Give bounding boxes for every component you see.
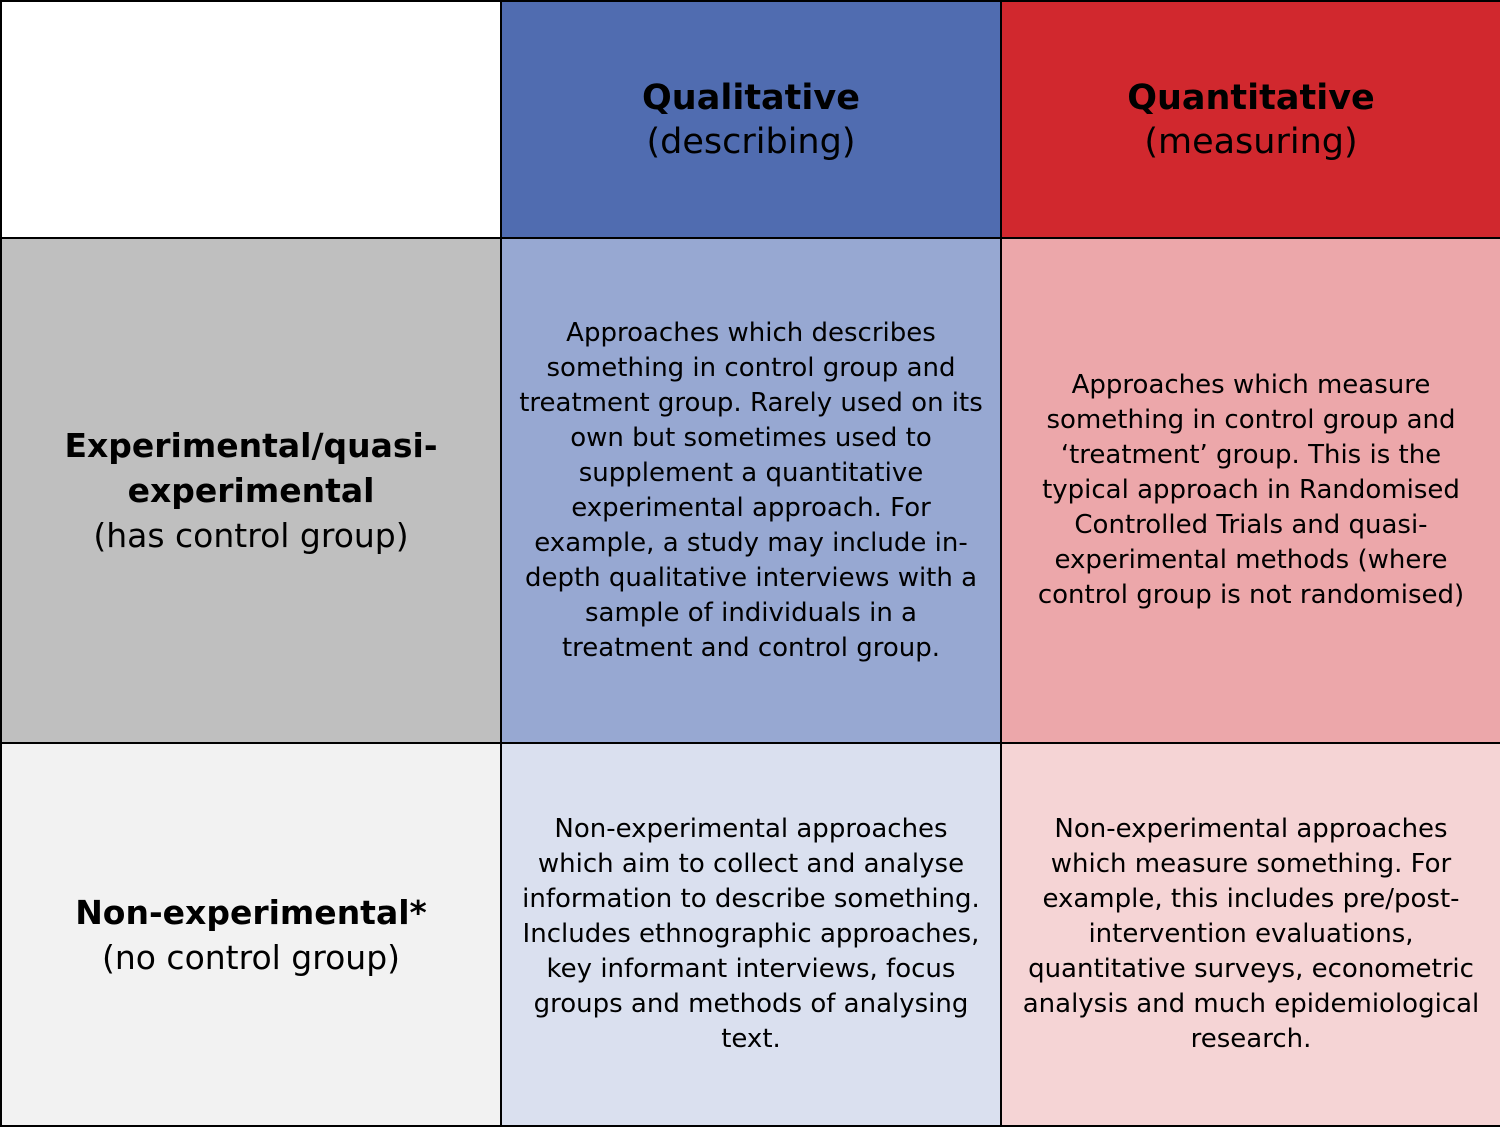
quantitative-subtitle: (measuring) [1144,121,1358,162]
qualitative-subtitle: (describing) [646,121,856,162]
quantitative-header: Quantitative (measuring) [1000,0,1500,239]
qualitative-header: Qualitative (describing) [500,0,1002,239]
qualitative-experimental-cell: Approaches which describes something in … [500,237,1002,744]
quantitative-experimental-cell: Approaches which measure something in co… [1000,237,1500,744]
quantitative-title: Quantitative [1127,77,1375,118]
experimental-title-line2: experimental [127,471,375,510]
qualitative-experimental-text: Approaches which describes something in … [519,317,983,663]
non-experimental-title: Non-experimental* [75,892,427,932]
corner-cell [0,0,502,239]
quantitative-non-experimental-text: Non-experimental approaches which measur… [1022,814,1480,1054]
experimental-subtitle: (has control group) [93,516,409,555]
qualitative-title: Qualitative [642,77,860,118]
qualitative-non-experimental-cell: Non-experimental approaches which aim to… [500,742,1002,1127]
non-experimental-subtitle: (no control group) [101,937,401,977]
non-experimental-row-label: Non-experimental* (no control group) [0,742,502,1127]
experimental-title-line1: Experimental/quasi- [64,426,438,465]
quantitative-experimental-text: Approaches which measure something in co… [1037,370,1465,610]
quantitative-non-experimental-cell: Non-experimental approaches which measur… [1000,742,1500,1127]
qualitative-non-experimental-text: Non-experimental approaches which aim to… [522,814,980,1054]
experimental-row-label: Experimental/quasi- experimental (has co… [0,237,502,744]
